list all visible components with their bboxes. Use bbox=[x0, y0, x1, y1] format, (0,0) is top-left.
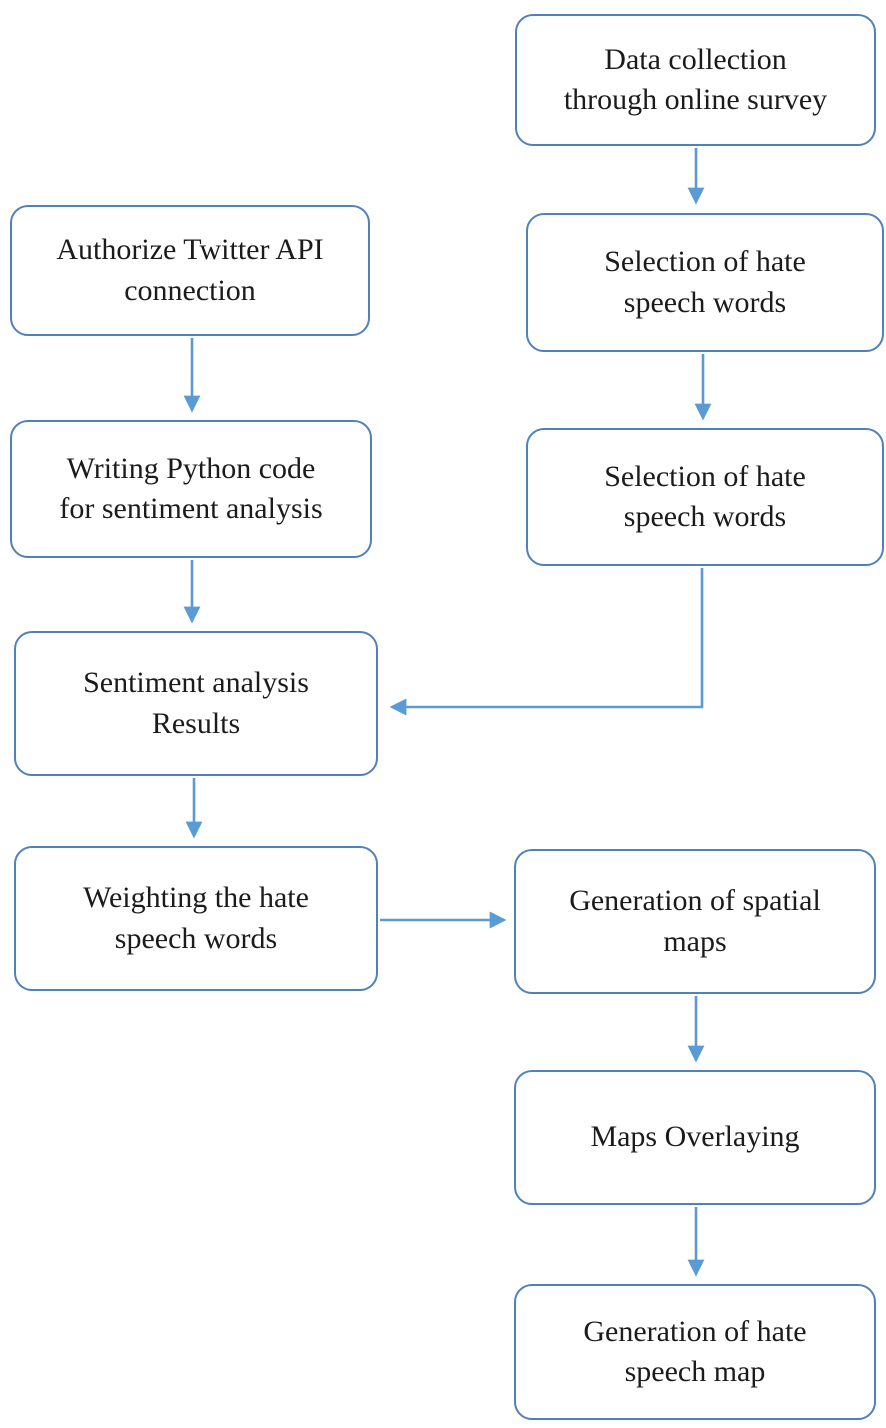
node-authorize-twitter-label: Authorize Twitter API connection bbox=[56, 233, 324, 307]
node-spatial-maps-label: Generation of spatial maps bbox=[569, 884, 821, 958]
node-maps-overlaying: Maps Overlaying bbox=[514, 1070, 876, 1205]
node-weighting-words-label: Weighting the hate speech words bbox=[83, 881, 309, 955]
node-maps-overlaying-label: Maps Overlaying bbox=[590, 1120, 800, 1154]
node-selection-hate-words-1-label: Selection of hate speech words bbox=[604, 245, 806, 319]
node-selection-hate-words-2: Selection of hate speech words bbox=[526, 428, 884, 566]
node-writing-python: Writing Python code for sentiment analys… bbox=[10, 420, 372, 558]
arrow-selection2-to-sentiment-results bbox=[389, 568, 704, 716]
node-weighting-words: Weighting the hate speech words bbox=[14, 846, 378, 991]
node-data-collection: Data collection through online survey bbox=[515, 14, 876, 146]
node-selection-hate-words-1: Selection of hate speech words bbox=[526, 213, 884, 352]
node-hate-speech-map-label: Generation of hate speech map bbox=[583, 1314, 807, 1389]
node-spatial-maps: Generation of spatial maps bbox=[514, 849, 876, 994]
node-sentiment-results-label: Sentiment analysis Results bbox=[83, 666, 309, 740]
node-authorize-twitter: Authorize Twitter API connection bbox=[10, 205, 370, 336]
node-selection-hate-words-2-label: Selection of hate speech words bbox=[604, 459, 806, 534]
node-data-collection-label: Data collection through online survey bbox=[563, 42, 828, 117]
node-hate-speech-map: Generation of hate speech map bbox=[514, 1284, 876, 1420]
node-sentiment-results: Sentiment analysis Results bbox=[14, 631, 378, 776]
node-writing-python-label: Writing Python code for sentiment analys… bbox=[59, 451, 323, 526]
